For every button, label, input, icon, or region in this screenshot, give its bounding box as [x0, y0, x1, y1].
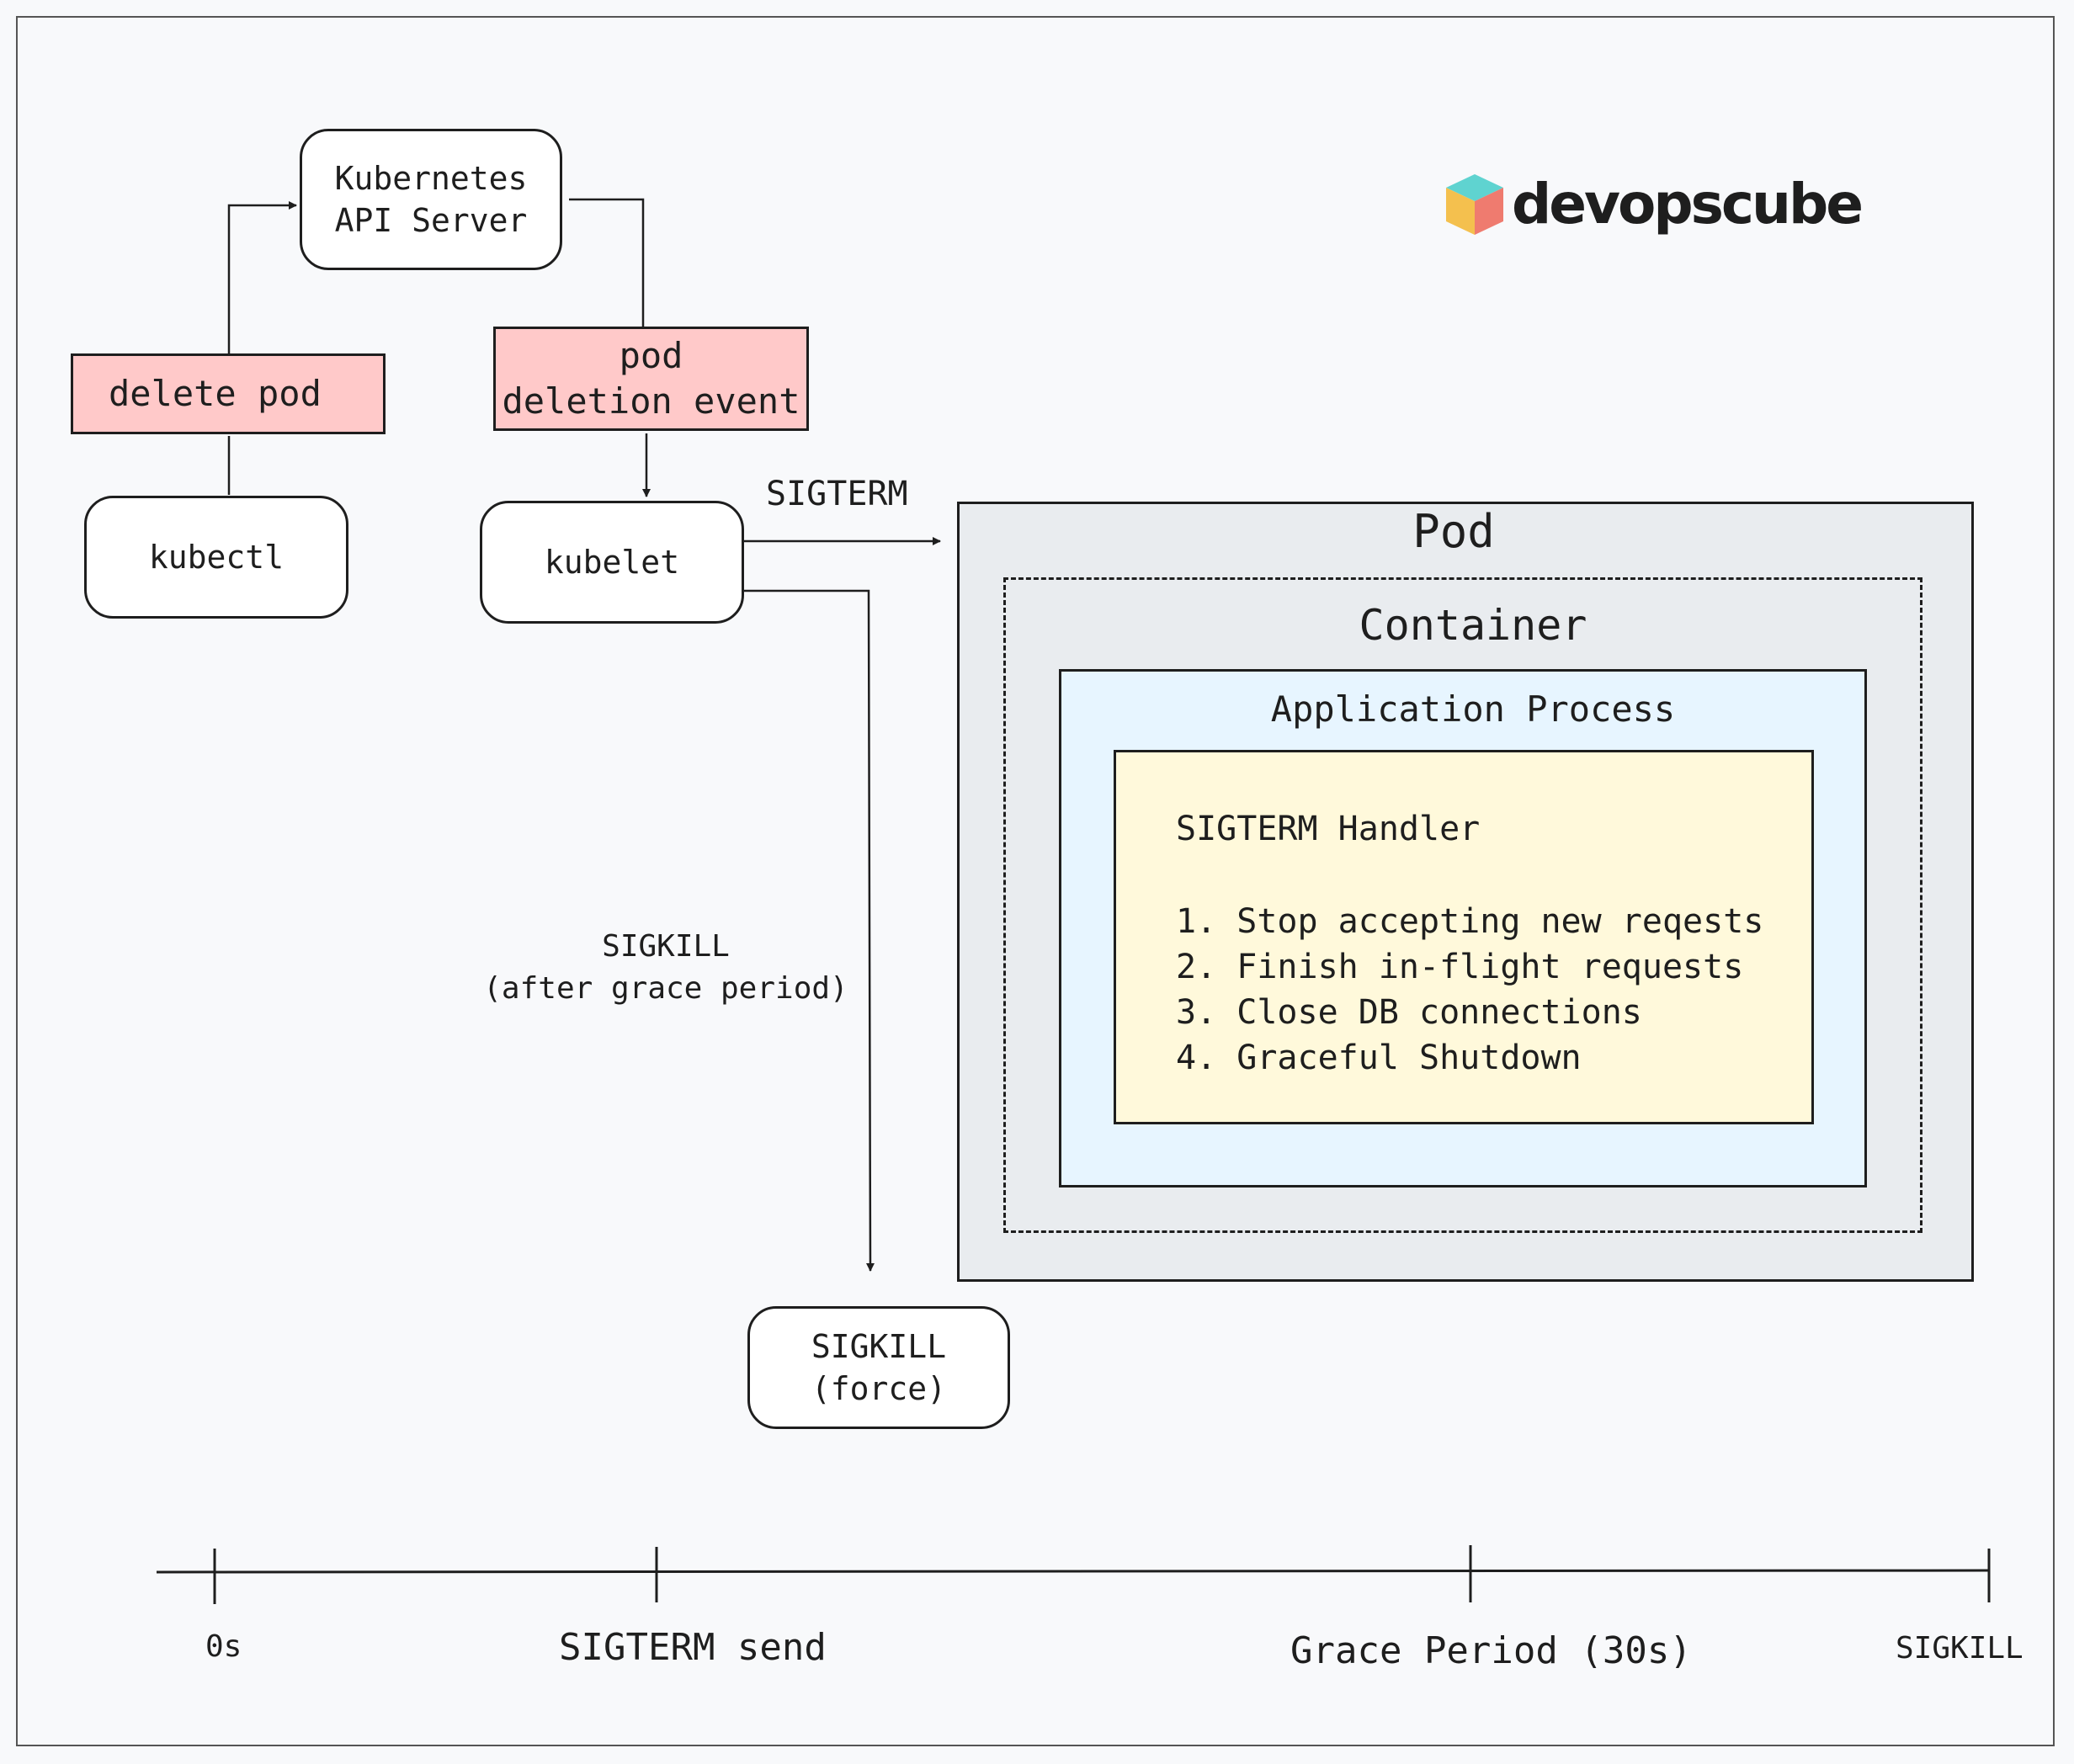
handler-step: 2. Finish in-flight requests — [1176, 948, 1744, 986]
handler-step: 4. Graceful Shutdown — [1176, 1039, 1582, 1077]
timeline-tick-0s: 0s — [205, 1629, 242, 1664]
container-box — [1003, 577, 1922, 1233]
pod-deletion-event-label: pod deletion event — [502, 335, 800, 422]
application-process-title: Application Process — [1270, 688, 1676, 730]
sigterm-handler-box — [1114, 750, 1814, 1124]
kubelet-node: kubelet — [480, 501, 744, 624]
sigterm-edge-label: SIGTERM — [766, 475, 908, 513]
timeline-tick-sigkill: SIGKILL — [1896, 1631, 2023, 1666]
kubelet-label: kubelet — [544, 544, 680, 581]
delete-to-api-arrow — [227, 201, 297, 353]
timeline-axis — [156, 1545, 1991, 1604]
delete-pod-node: delete pod — [71, 353, 386, 434]
logo-text: devopscube — [1512, 172, 1864, 236]
handler-step: 3. Close DB connections — [1176, 993, 1642, 1032]
diagram-frame — [16, 16, 2055, 1746]
delete-pod-label: delete pod — [109, 373, 322, 414]
container-title: Container — [1359, 601, 1587, 650]
api-server-label: Kubernetes API Server — [334, 160, 528, 239]
sigterm-handler-title: SIGTERM Handler — [1176, 810, 1481, 848]
api-to-event-line — [569, 198, 645, 327]
devopscube-logo: devopscube — [1443, 172, 1864, 236]
pod-title: Pod — [1412, 505, 1495, 558]
sigkill-force-label: SIGKILL (force) — [811, 1328, 947, 1407]
pod-deletion-event-node: pod deletion event — [493, 327, 809, 431]
sigkill-force-node: SIGKILL (force) — [747, 1306, 1010, 1429]
timeline-tick-sigterm-send: SIGTERM send — [559, 1626, 827, 1669]
handler-steps-list: 1. Stop accepting new reqests 2. Finish … — [1176, 899, 1763, 1081]
kubectl-label: kubectl — [148, 539, 285, 576]
cube-icon — [1446, 173, 1503, 235]
sigkill-after-edge-label: SIGKILL (after grace period) — [483, 929, 848, 1006]
sigkill-arrow — [744, 589, 875, 1272]
timeline-tick-grace-period: Grace Period (30s) — [1290, 1629, 1692, 1672]
handler-step: 1. Stop accepting new reqests — [1176, 902, 1764, 941]
kubectl-node: kubectl — [84, 496, 348, 619]
api-server-node: Kubernetes API Server — [300, 129, 562, 270]
